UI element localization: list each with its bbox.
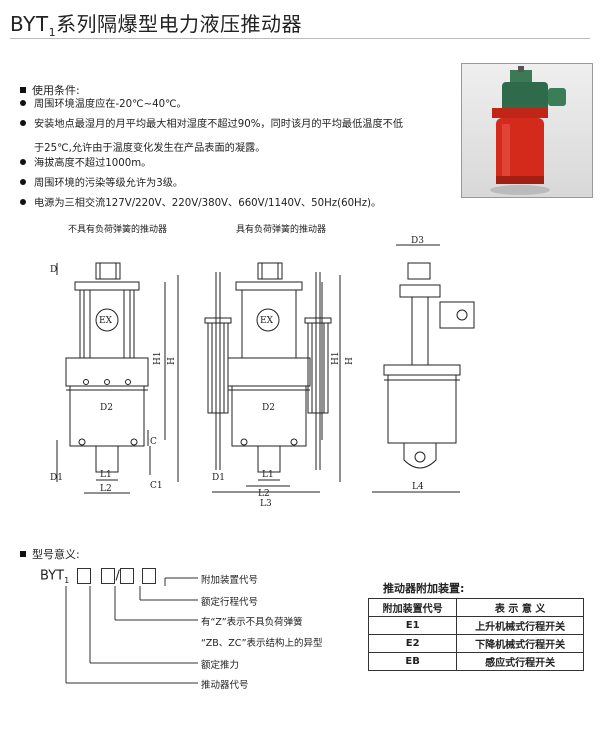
label-h-mid: H: [345, 357, 355, 365]
label-c1: C1: [150, 481, 163, 491]
model-legend-item: “ZB、ZC”表示结构上的异型: [201, 638, 323, 649]
cell-code: EB: [367, 652, 458, 671]
model-leader-lines: [65, 577, 198, 684]
cell-meaning: 感应式行程开关: [456, 652, 584, 671]
cell-code: E2: [367, 634, 458, 653]
label-ex-mid: EX: [260, 316, 274, 326]
label-d: D: [50, 265, 57, 275]
table-row: E1 上升机械式行程开关: [367, 616, 584, 635]
table-row: EB 感应式行程开关: [367, 652, 584, 671]
model-legend-item: 推动器代号: [201, 680, 249, 691]
label-l2-left: L2: [100, 484, 112, 494]
label-h1-mid: H1: [331, 351, 341, 365]
page-title: BYT1系列隔爆型电力液压推动器: [10, 12, 303, 39]
title-rule: [10, 38, 590, 39]
code-box-4: [142, 568, 156, 584]
label-l3: L3: [260, 499, 272, 509]
condition-item: 电源为三相交流127V/220V、220V/380V、660V/1140V、50…: [20, 194, 381, 214]
label-d2-mid: D2: [262, 403, 275, 413]
model-heading: 型号意义:: [20, 546, 80, 562]
label-d2-left: D2: [100, 403, 113, 413]
cell-code: E1: [367, 616, 458, 635]
model-legend-item: 额定推力: [201, 660, 240, 671]
label-h-left: H: [167, 357, 177, 365]
caption-no-spring: 不具有负荷弹簧的推动器: [68, 225, 168, 235]
condition-item: 周围环境的污染等级允许为3级。: [20, 174, 183, 194]
label-l1-mid: L1: [262, 470, 274, 480]
model-code: BYT1 /: [40, 568, 156, 585]
accessory-title: 推动器附加装置:: [383, 582, 465, 595]
label-l1-left: L1: [100, 470, 112, 480]
header-code: 附加装置代号: [367, 598, 458, 617]
header-meaning: 表 示 意 义: [456, 598, 584, 617]
technical-drawings: D H1 H D2 C C1 D1 L1 L2 EX H1 H D2 D1 L1…: [50, 236, 475, 509]
model-legend-item: 附加装置代号: [201, 575, 259, 586]
label-l4: L4: [412, 482, 424, 492]
condition-item: 海拔高度不超过1000m。: [20, 154, 151, 174]
code-box-1: [77, 568, 92, 584]
label-h1-left: H1: [153, 351, 163, 365]
conditions-heading: 使用条件:: [20, 82, 80, 98]
code-box-3: [119, 568, 134, 584]
label-d3: D3: [411, 236, 424, 246]
label-d1-mid: D1: [212, 473, 225, 483]
condition-continuation: 于25℃,允许由于温度变化发生在产品表面的凝露。: [34, 143, 266, 154]
product-photo: [461, 63, 593, 198]
table-header-row: 附加装置代号 表 示 意 义: [367, 598, 584, 617]
table-row: E2 下降机械式行程开关: [367, 634, 584, 653]
cell-meaning: 上升机械式行程开关: [456, 616, 584, 635]
accessory-table: 附加装置代号 表 示 意 义 E1 上升机械式行程开关 E2 下降机械式行程开关…: [367, 598, 584, 671]
caption-with-spring: 具有负荷弹簧的推动器: [236, 225, 327, 235]
condition-item: 安装地点最湿月的月平均最大相对湿度不超过90%，同时该月的平均最低温度不低: [20, 115, 403, 135]
label-c: C: [150, 437, 157, 447]
model-legend-item: 额定行程代号: [201, 597, 259, 608]
cell-meaning: 下降机械式行程开关: [456, 634, 584, 653]
code-box-2: [101, 568, 116, 584]
label-l2-mid: L2: [258, 489, 270, 499]
label-ex-left: EX: [99, 316, 113, 326]
label-d1-left: D1: [50, 473, 63, 483]
condition-item: 周围环境温度应在-20℃~40℃。: [20, 95, 187, 115]
model-legend-item: 有“Z”表示不具负荷弹簧: [201, 617, 303, 628]
